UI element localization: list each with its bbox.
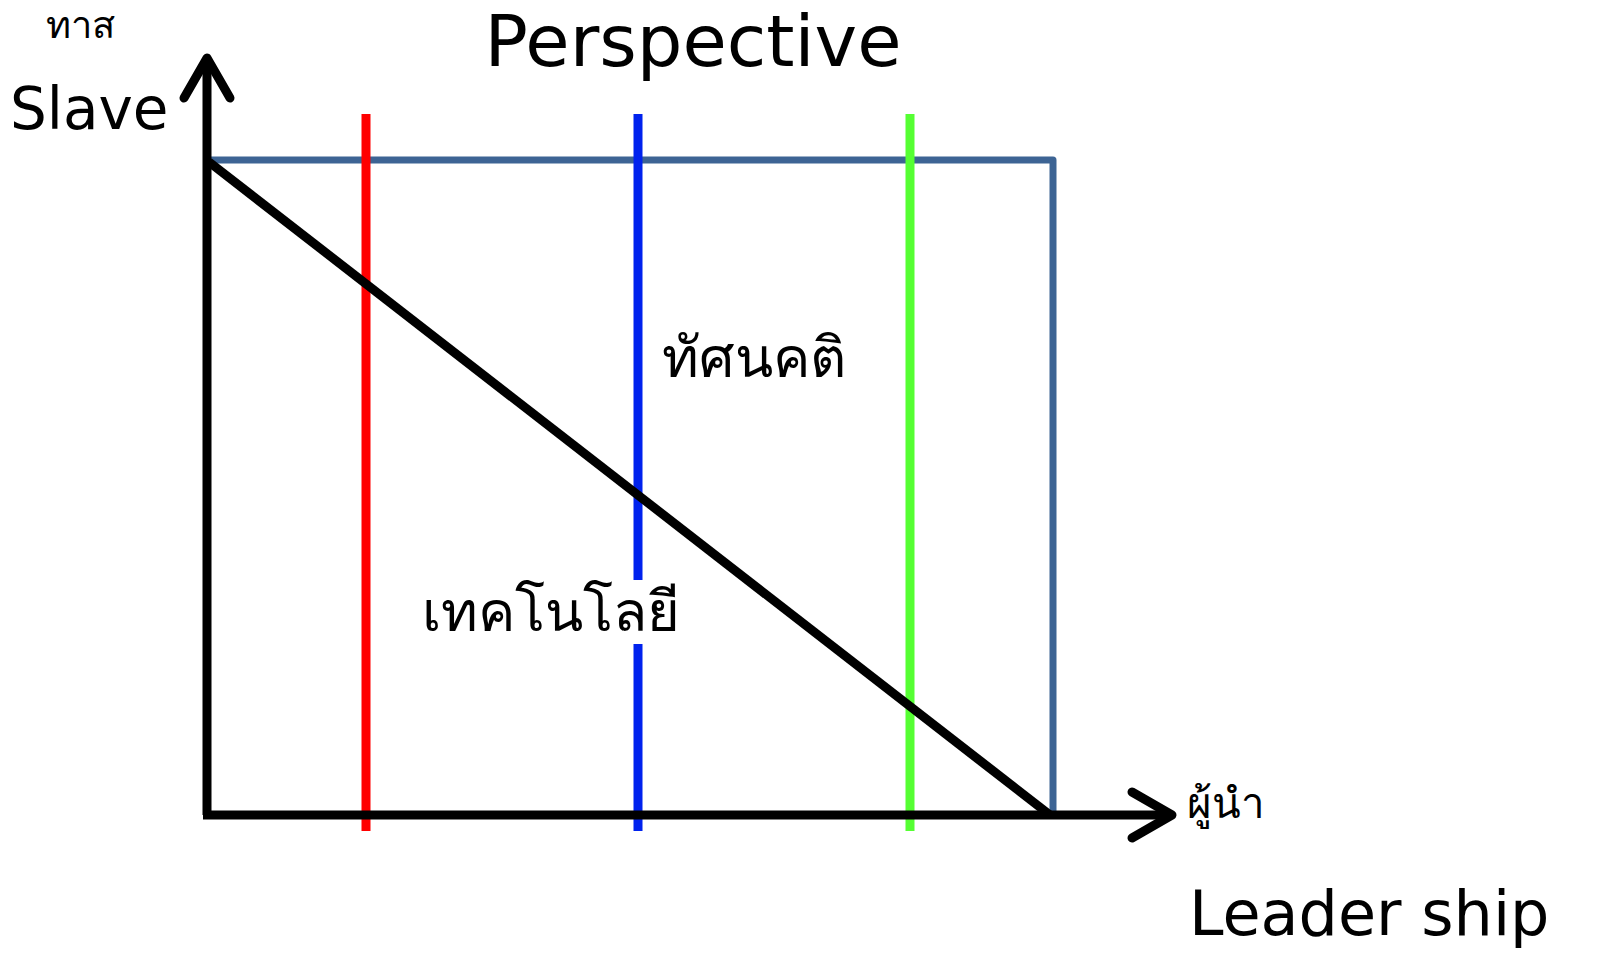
y-axis-arrowhead: [184, 58, 230, 98]
axis-label: Slave: [8, 76, 170, 143]
red-marker-line: [362, 114, 371, 831]
diagonal-line: [209, 162, 1050, 815]
x-axis-arrowhead: [1132, 792, 1172, 838]
y-axis: [203, 58, 212, 815]
region-label: เทคโนโลยี: [420, 580, 682, 644]
x-axis: [203, 811, 1172, 820]
green-marker-line: [906, 114, 915, 831]
region-outline: [207, 160, 1053, 815]
region-label: ทัศนคติ: [660, 326, 848, 390]
axis-label: Leader ship: [1187, 878, 1551, 949]
chart-title: Perspective: [483, 0, 904, 83]
axis-label: ผู้นำ: [1185, 780, 1267, 828]
blue-marker-line: [634, 114, 643, 831]
axis-label: ทาส: [44, 4, 117, 48]
